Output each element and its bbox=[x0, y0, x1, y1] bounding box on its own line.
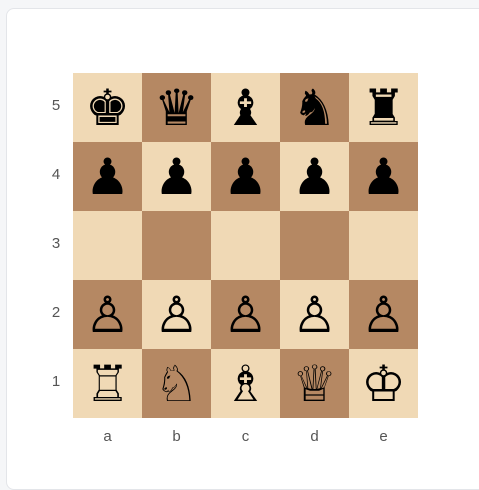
black-pawn-piece[interactable]: ♟ bbox=[361, 152, 406, 202]
file-label-b: b bbox=[142, 428, 211, 445]
file-label-d: d bbox=[280, 428, 349, 445]
black-pawn-piece[interactable]: ♟ bbox=[292, 152, 337, 202]
square-b3[interactable] bbox=[142, 211, 211, 280]
white-bishop-piece[interactable]: ♗ bbox=[223, 359, 268, 409]
square-a1[interactable]: ♖ bbox=[73, 349, 142, 418]
white-rook-piece[interactable]: ♖ bbox=[85, 359, 130, 409]
black-knight-piece[interactable]: ♞ bbox=[292, 83, 337, 133]
square-d3[interactable] bbox=[280, 211, 349, 280]
rank-label-1: 1 bbox=[48, 373, 64, 390]
square-b4[interactable]: ♟ bbox=[142, 142, 211, 211]
white-pawn-piece[interactable]: ♙ bbox=[223, 290, 268, 340]
white-pawn-piece[interactable]: ♙ bbox=[85, 290, 130, 340]
white-pawn-piece[interactable]: ♙ bbox=[361, 290, 406, 340]
file-label-c: c bbox=[211, 428, 280, 445]
chess-board: ♚ ♛ ♝ ♞ ♜ ♟ ♟ ♟ ♟ ♟ ♙ ♙ ♙ ♙ ♙ ♖ ♘ ♗ ♕ ♔ bbox=[73, 73, 417, 417]
square-e3[interactable] bbox=[349, 211, 418, 280]
square-c1[interactable]: ♗ bbox=[211, 349, 280, 418]
square-a3[interactable] bbox=[73, 211, 142, 280]
square-e2[interactable]: ♙ bbox=[349, 280, 418, 349]
black-queen-piece[interactable]: ♛ bbox=[154, 83, 199, 133]
black-pawn-piece[interactable]: ♟ bbox=[154, 152, 199, 202]
square-b2[interactable]: ♙ bbox=[142, 280, 211, 349]
square-b5[interactable]: ♛ bbox=[142, 73, 211, 142]
square-e1[interactable]: ♔ bbox=[349, 349, 418, 418]
white-knight-piece[interactable]: ♘ bbox=[154, 359, 199, 409]
square-b1[interactable]: ♘ bbox=[142, 349, 211, 418]
file-label-a: a bbox=[73, 428, 142, 445]
file-label-e: e bbox=[349, 428, 418, 445]
square-c3[interactable] bbox=[211, 211, 280, 280]
white-pawn-piece[interactable]: ♙ bbox=[154, 290, 199, 340]
white-pawn-piece[interactable]: ♙ bbox=[292, 290, 337, 340]
black-king-piece[interactable]: ♚ bbox=[85, 83, 130, 133]
rank-label-3: 3 bbox=[48, 235, 64, 252]
square-e4[interactable]: ♟ bbox=[349, 142, 418, 211]
black-pawn-piece[interactable]: ♟ bbox=[85, 152, 130, 202]
square-a5[interactable]: ♚ bbox=[73, 73, 142, 142]
white-king-piece[interactable]: ♔ bbox=[361, 359, 406, 409]
square-c5[interactable]: ♝ bbox=[211, 73, 280, 142]
square-e5[interactable]: ♜ bbox=[349, 73, 418, 142]
square-c4[interactable]: ♟ bbox=[211, 142, 280, 211]
square-d2[interactable]: ♙ bbox=[280, 280, 349, 349]
rank-label-4: 4 bbox=[48, 166, 64, 183]
square-c2[interactable]: ♙ bbox=[211, 280, 280, 349]
black-pawn-piece[interactable]: ♟ bbox=[223, 152, 268, 202]
square-d1[interactable]: ♕ bbox=[280, 349, 349, 418]
rank-label-5: 5 bbox=[48, 97, 64, 114]
square-d5[interactable]: ♞ bbox=[280, 73, 349, 142]
rank-label-2: 2 bbox=[48, 304, 64, 321]
black-bishop-piece[interactable]: ♝ bbox=[223, 83, 268, 133]
white-queen-piece[interactable]: ♕ bbox=[292, 359, 337, 409]
square-a2[interactable]: ♙ bbox=[73, 280, 142, 349]
square-a4[interactable]: ♟ bbox=[73, 142, 142, 211]
square-d4[interactable]: ♟ bbox=[280, 142, 349, 211]
black-rook-piece[interactable]: ♜ bbox=[361, 83, 406, 133]
